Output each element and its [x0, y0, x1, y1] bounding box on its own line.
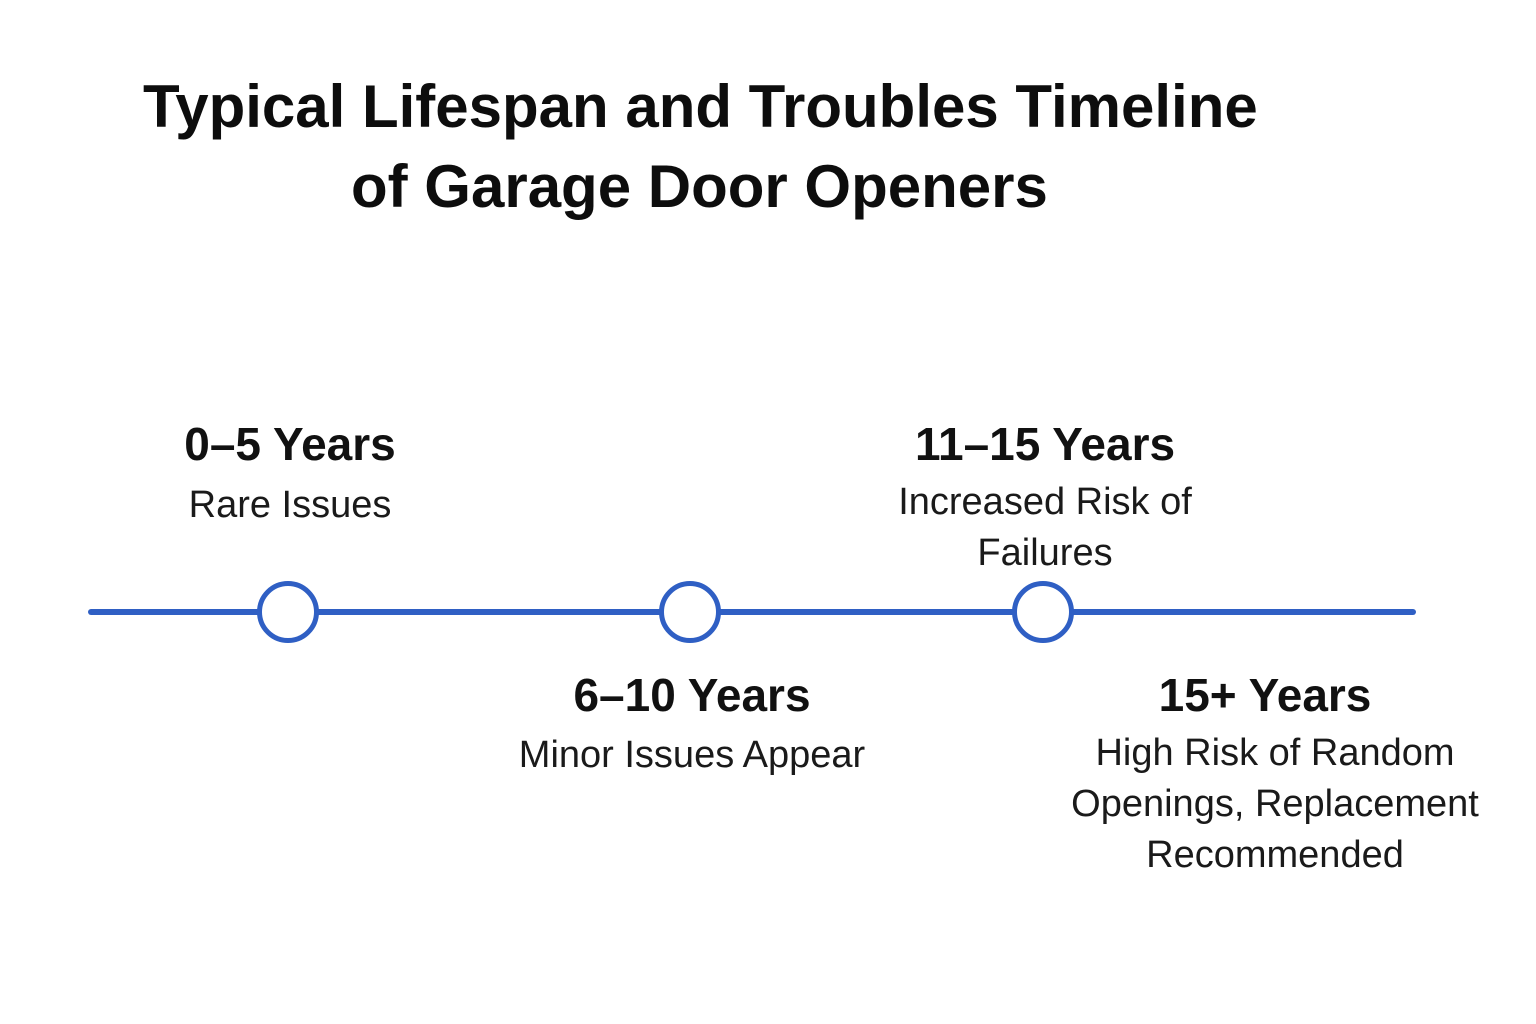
- milestone-11-15-years: 11–15 Years Increased Risk of Failures: [895, 421, 1195, 579]
- milestone-period: 0–5 Years: [184, 418, 396, 470]
- page-title-line-2: of Garage Door Openers: [351, 153, 1048, 220]
- milestone-15-plus-years: 15+ Years High Risk of Random Openings, …: [1070, 672, 1480, 881]
- milestone-0-5-years: 0–5 Years Rare Issues: [184, 421, 396, 531]
- milestone-description: Increased Risk of Failures: [898, 481, 1192, 574]
- timeline-node-6-10-years: [659, 581, 721, 643]
- milestone-period: 15+ Years: [1158, 669, 1372, 721]
- milestone-6-10-years: 6–10 Years Minor Issues Appear: [519, 672, 865, 781]
- milestone-period: 6–10 Years: [573, 669, 811, 721]
- page-title-line-1: Typical Lifespan and Troubles Timeline: [143, 73, 1258, 140]
- milestone-description: High Risk of Random Openings, Replacemen…: [1071, 732, 1479, 876]
- milestone-period: 11–15 Years: [914, 418, 1176, 470]
- timeline-node-0-5-years: [257, 581, 319, 643]
- milestone-description: Rare Issues: [188, 484, 392, 526]
- timeline-line: [88, 609, 1416, 615]
- timeline-node-11-15-years: [1012, 581, 1074, 643]
- milestone-description: Minor Issues Appear: [518, 734, 866, 776]
